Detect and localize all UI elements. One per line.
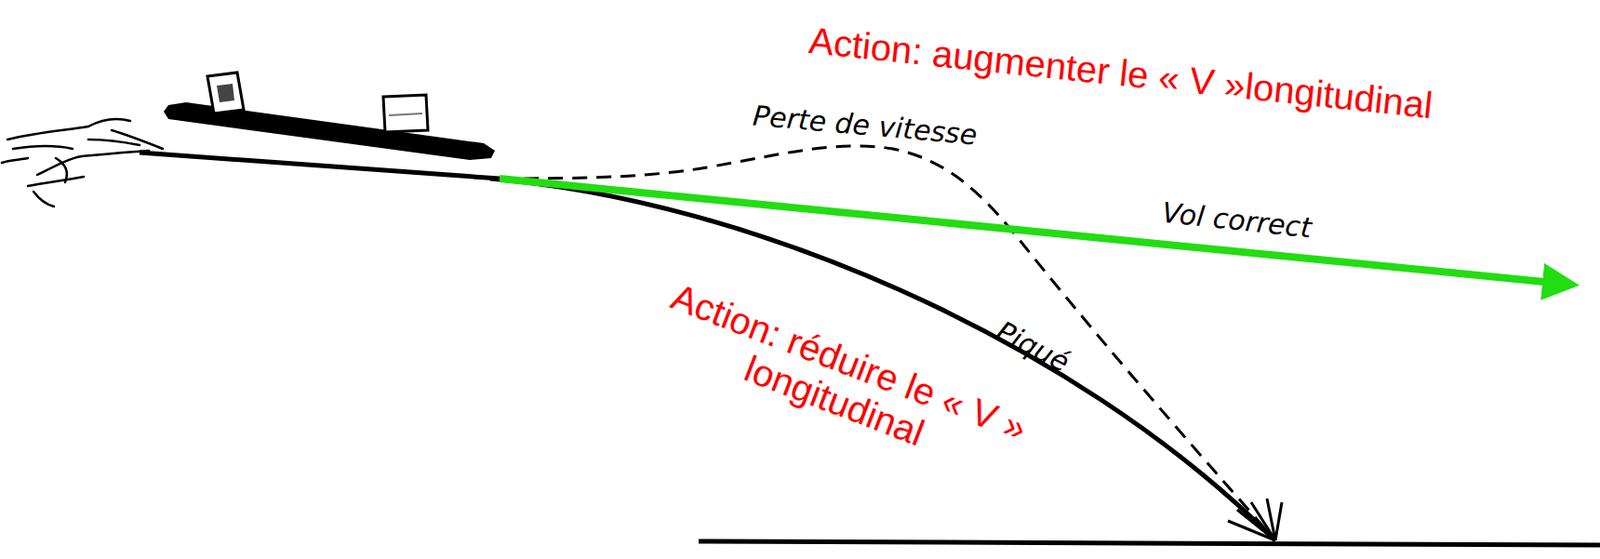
- glider-sketch: [163, 72, 495, 160]
- dive-trajectory: [490, 178, 1276, 541]
- stall-trajectory: [499, 146, 1276, 541]
- action-note: Action: réduire le « V » longitudinal: [610, 259, 1074, 503]
- trajectory-label: Piqué: [991, 314, 1075, 377]
- trajectory-label: Vol correct: [1160, 196, 1314, 243]
- impact-marks: [1227, 498, 1282, 541]
- trajectory-label: Perte de vitesse: [751, 99, 979, 150]
- hand-sketch: [1, 119, 163, 207]
- action-note: Action: augmenter le « V »longitudinal: [807, 19, 1436, 126]
- ground-line: [698, 541, 1600, 546]
- correct-flight-arrow: [499, 178, 1573, 285]
